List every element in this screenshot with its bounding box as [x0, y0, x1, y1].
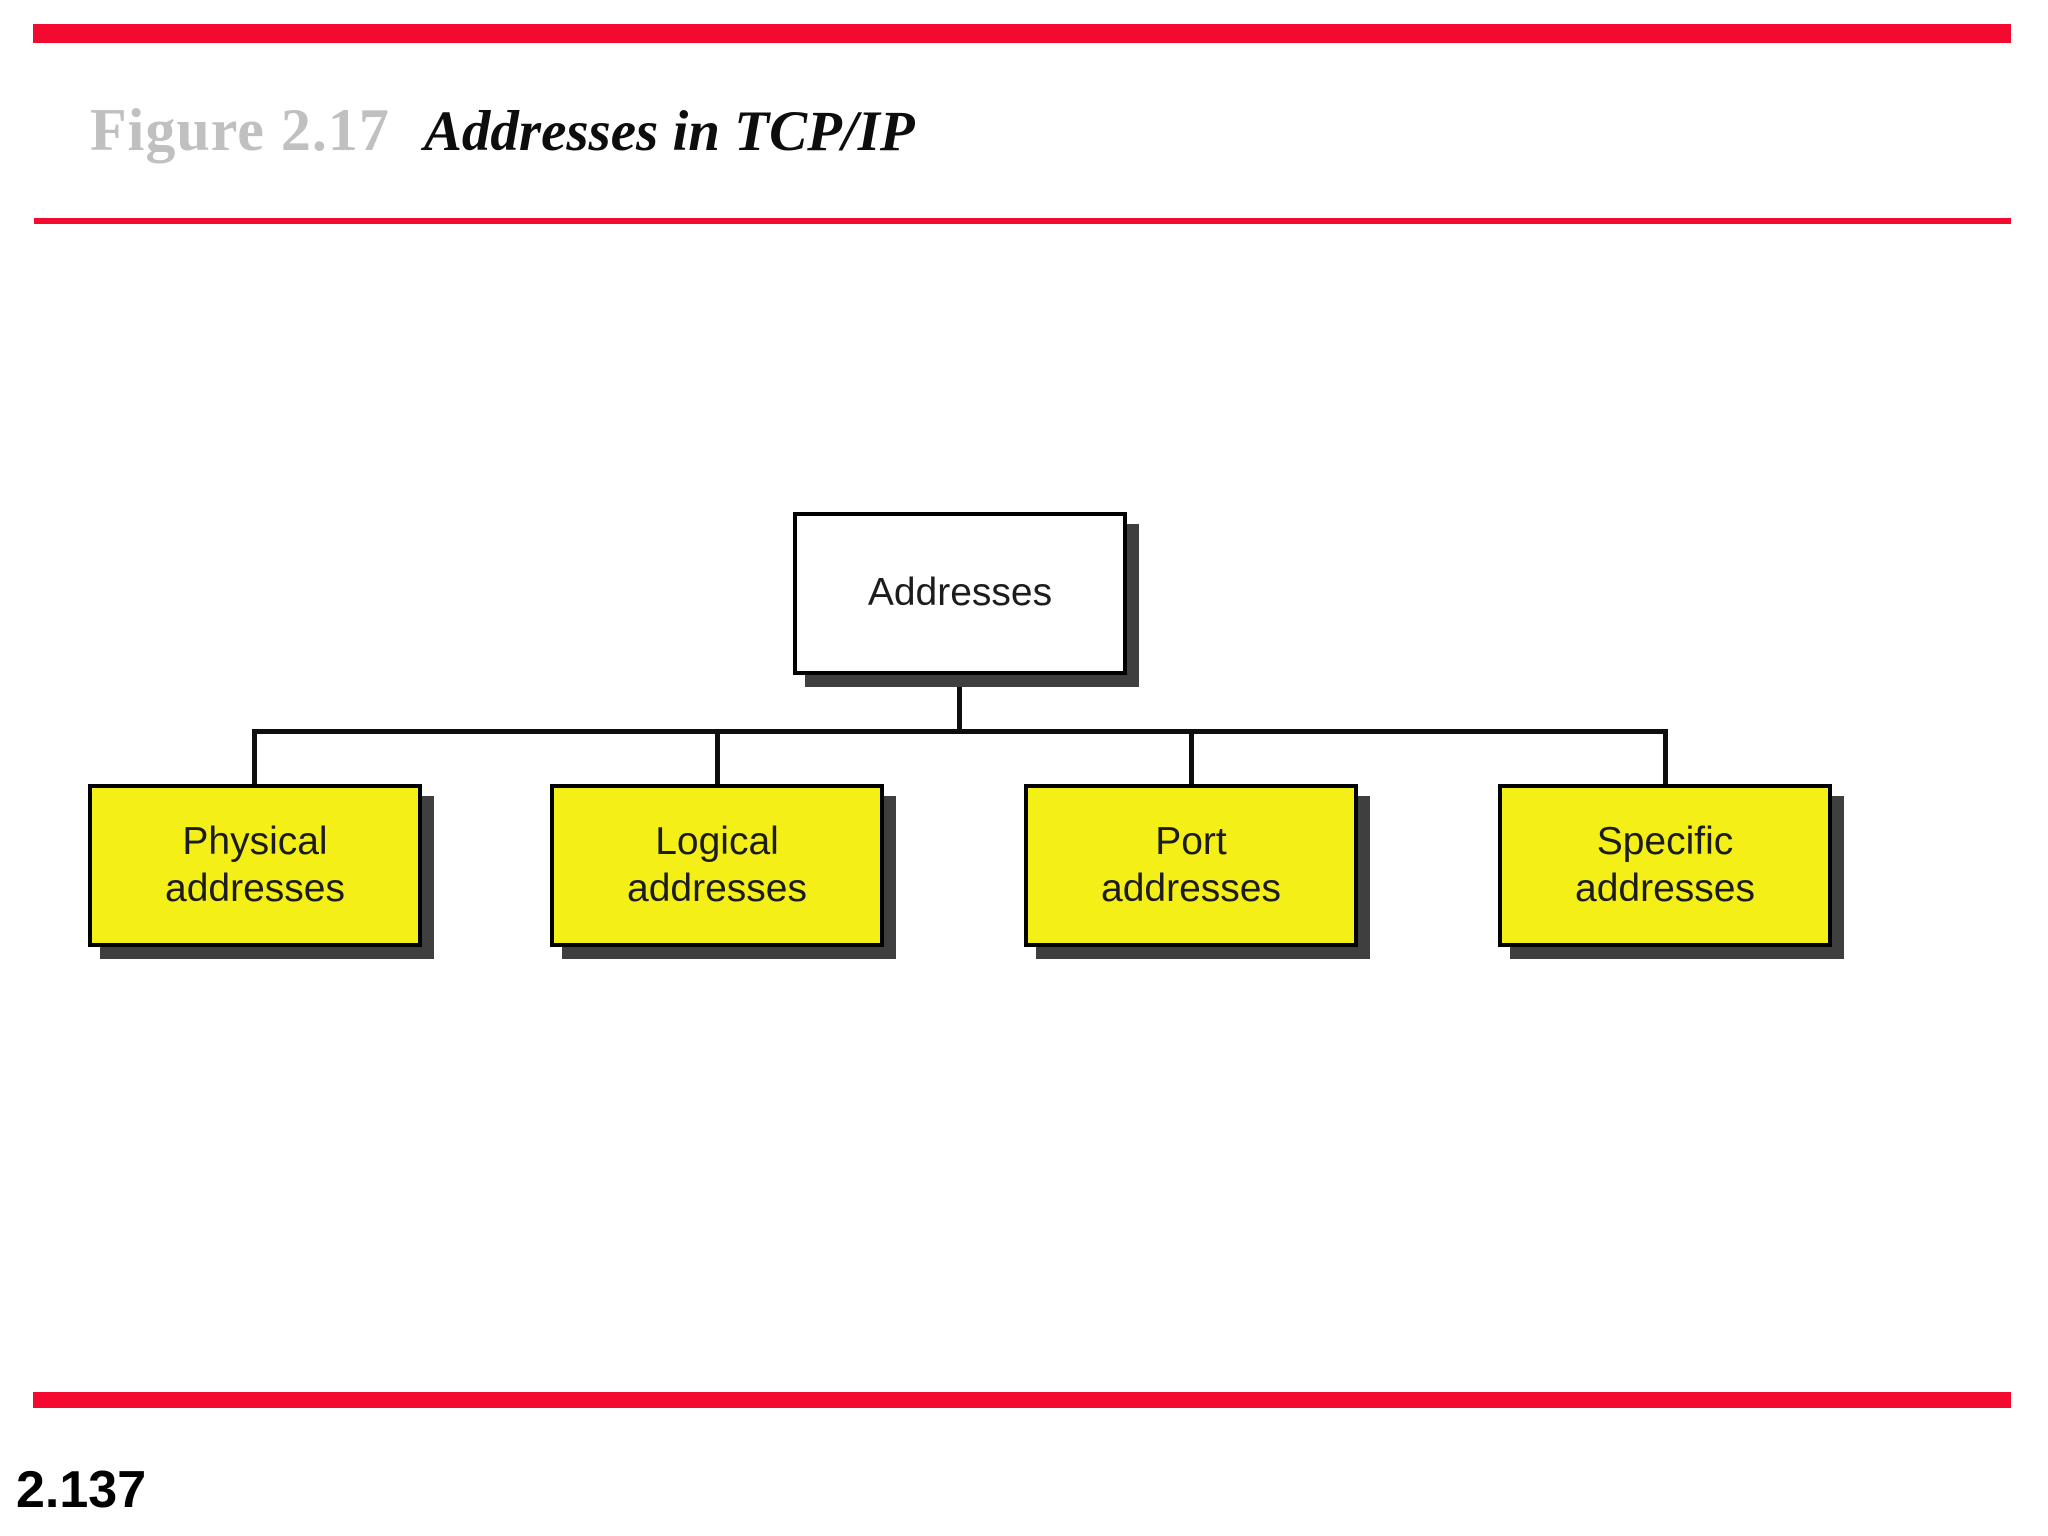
- node-physical-addresses: Physical addresses: [88, 784, 422, 947]
- node-port-addresses: Port addresses: [1024, 784, 1358, 947]
- node-label-line2: addresses: [1575, 866, 1755, 910]
- connector-drop-logical: [715, 729, 720, 787]
- node-specific-addresses: Specific addresses: [1498, 784, 1832, 947]
- bottom-accent-bar: [33, 1392, 2011, 1408]
- node-label-line2: addresses: [627, 866, 807, 910]
- page-number: 2.137: [16, 1461, 147, 1519]
- node-label-line1: Port: [1155, 819, 1227, 863]
- figure-title: Addresses in TCP/IP: [423, 100, 915, 163]
- node-label-line2: addresses: [165, 866, 345, 910]
- connector-root-stub: [957, 674, 962, 732]
- node-label-line1: Specific: [1596, 819, 1734, 863]
- node-label-line1: Physical: [182, 819, 328, 863]
- connector-drop-specific: [1663, 729, 1668, 787]
- node-label-line1: Logical: [655, 819, 779, 863]
- top-accent-bar: [33, 24, 2011, 43]
- node-label-line2: addresses: [1101, 866, 1281, 910]
- slide-title-row: Figure 2.17 Addresses in TCP/IP: [90, 96, 915, 165]
- node-addresses-label: Addresses: [867, 571, 1053, 615]
- connector-horizontal-rail: [253, 729, 1667, 734]
- title-underline: [34, 218, 2011, 224]
- figure-label: Figure 2.17: [90, 97, 390, 163]
- node-logical-addresses: Logical addresses: [550, 784, 884, 947]
- connector-drop-physical: [252, 729, 257, 787]
- node-addresses: Addresses: [793, 512, 1127, 675]
- connector-drop-port: [1189, 729, 1194, 787]
